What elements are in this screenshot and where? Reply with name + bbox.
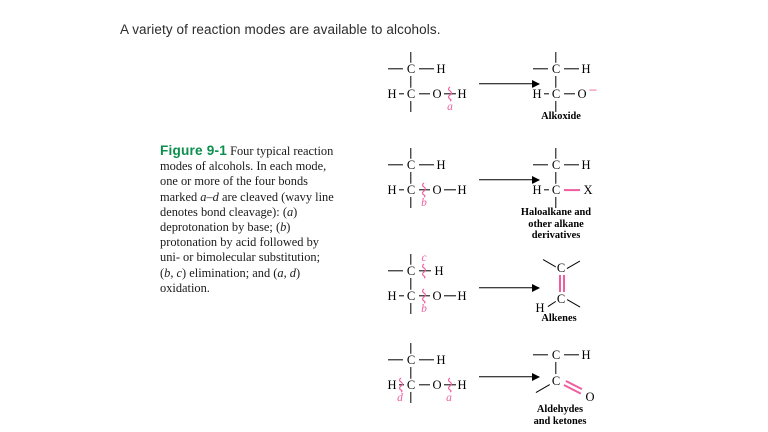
- product-label-alkenes: Alkenes: [541, 313, 577, 324]
- cleavage-label-a: a: [447, 101, 453, 113]
- c-c-double-bond: [558, 275, 565, 292]
- cleavage-label-a2: a: [446, 392, 452, 404]
- product-label-haloalkane: Haloalkane and other alkane derivatives: [520, 207, 592, 242]
- cleavage-label-b2: b: [421, 303, 427, 315]
- cleavage-mark-b2: [421, 288, 428, 304]
- reaction-arrow-4: [479, 372, 540, 381]
- cleavage-mark-a2: [447, 377, 454, 393]
- figure-number: Figure 9-1: [160, 143, 227, 158]
- reaction-arrow-2: [479, 175, 540, 184]
- cleavage-mark-a: [447, 86, 454, 102]
- negative-charge: –: [589, 81, 597, 97]
- product-label-carbonyl: Aldehydes and ketones: [533, 404, 587, 427]
- figure-caption-text: Four typical reaction modes of alcohols.…: [160, 144, 334, 295]
- cleavage-label-d: d: [397, 392, 403, 404]
- reaction-arrow-1: [479, 79, 540, 88]
- reaction-arrow-3: [479, 283, 540, 292]
- cleavage-label-c: c: [421, 252, 427, 264]
- figure-caption: Figure 9-1 Four typical reaction modes o…: [160, 143, 336, 296]
- cleavage-mark-d: [398, 377, 405, 393]
- product-label-alkoxide: Alkoxide: [541, 111, 581, 122]
- cleavage-mark-b: [421, 182, 428, 198]
- cleavage-label-b: b: [421, 197, 427, 209]
- page-title: A variety of reaction modes are availabl…: [120, 22, 441, 37]
- c-x-bond: [564, 189, 580, 191]
- cleavage-mark-c: [421, 263, 428, 279]
